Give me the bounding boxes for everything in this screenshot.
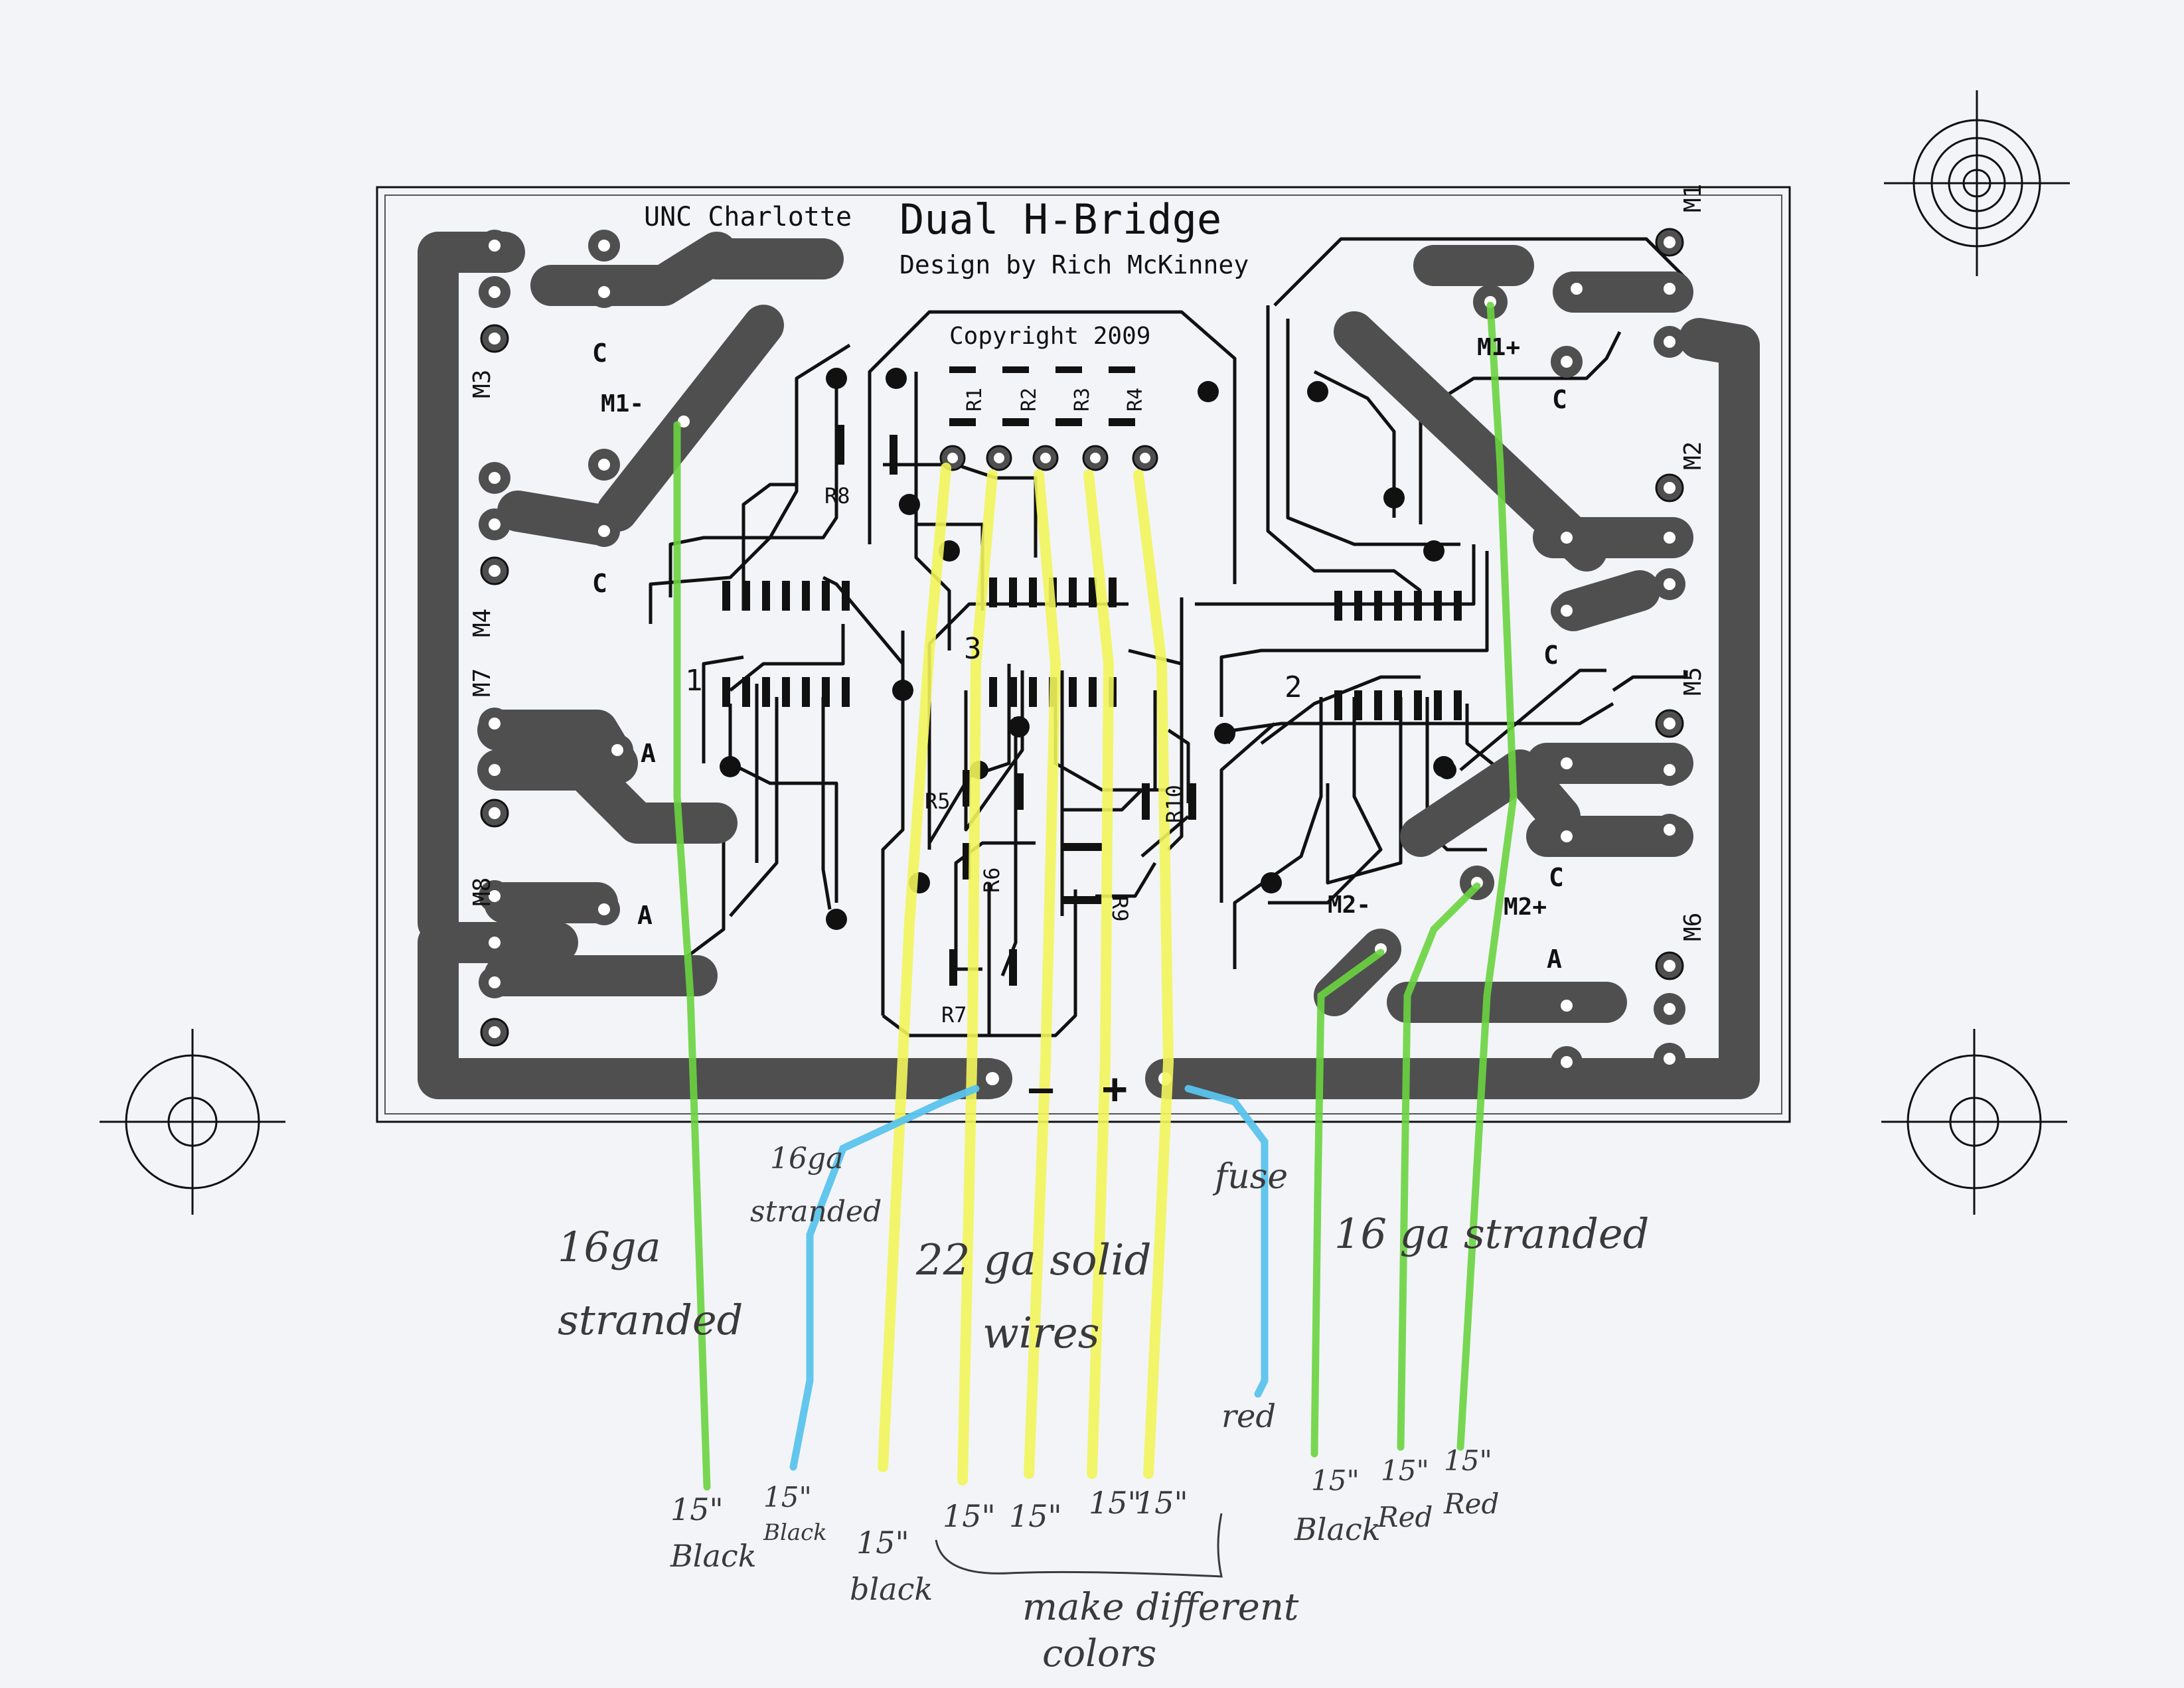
registration-mark-left [100,1029,285,1215]
terminal-label-m1-minus: M1- [601,390,644,418]
note-color-left-1: Black [670,1538,757,1574]
note-colors: colors [1042,1632,1156,1675]
note-length-left-2: 15" [763,1481,812,1513]
pad-letter-a-2: A [637,901,653,930]
chip-label-1: 1 [685,664,703,698]
note-color-right-1: Black [1294,1511,1381,1547]
pad-letter-c-5: C [1549,863,1564,892]
note-length-left-1: 15" [670,1492,724,1527]
note-color-right-2: Red [1377,1501,1433,1533]
designer-label: Design by Rich McKinney [899,250,1249,279]
resistor-label-r7: R7 [941,1002,967,1028]
vias [720,368,1456,930]
copyright-label: Copyright 2009 [949,323,1150,350]
silkscreen-text: UNC Charlotte Dual H-Bridge Design by Ri… [469,184,1707,1114]
note-color-right-3: Red [1443,1488,1499,1520]
power-minus-label: – [1029,1065,1053,1112]
smd-pads [722,366,1462,986]
note-left-gauge-2: stranded [558,1296,743,1344]
resistor-label-r3: R3 [1071,388,1094,412]
note-length-center-2: 15" [1009,1498,1062,1534]
note-length-right-3: 15" [1444,1444,1492,1477]
pad-letter-c-3: C [1552,385,1567,414]
note-color-left-2: Black [763,1519,827,1546]
note-center-gauge-1: 22 ga solid [915,1236,1152,1285]
chip-label-3: 3 [964,632,982,666]
pad-letter-a-1: A [641,739,656,768]
resistor-label-r1: R1 [963,388,986,412]
pad-letter-c-2: C [592,569,607,598]
note-left-gauge-1: 16ga [558,1223,661,1271]
note-length-center-1: 15" [943,1498,996,1534]
note-length-right-2: 15" [1381,1454,1429,1487]
resistor-label-r2: R2 [1018,388,1041,412]
resistor-label-r6: R6 [979,867,1004,893]
registration-mark-right [1881,1029,2067,1215]
note-red: red [1221,1398,1276,1435]
note-length-right-1: 15" [1311,1464,1360,1497]
port-label-m3: M3 [469,370,496,398]
note-right-gauge: 16 ga stranded [1334,1209,1649,1258]
note-length-center-3: 15" [1089,1485,1142,1521]
note-blue-gauge-2: stranded [750,1195,882,1229]
pad-letter-a-3: A [1547,945,1562,974]
terminal-label-m2-plus: M2+ [1504,893,1547,921]
port-label-m5: M5 [1679,667,1707,696]
note-make-different: make different [1022,1586,1299,1629]
note-length-left-3: 15" [856,1525,909,1561]
chip-label-2: 2 [1285,670,1302,704]
port-label-m2: M2 [1679,441,1707,470]
note-center-gauge-2: wires [982,1309,1100,1358]
terminal-label-m1-plus: M1+ [1477,334,1520,361]
handwritten-notes: 16ga stranded 16ga stranded 22 ga solid … [558,1142,1649,1675]
pad-letter-c-1: C [592,339,607,368]
board-title: Dual H-Bridge [899,195,1221,244]
note-fuse: fuse [1212,1157,1288,1197]
note-blue-gauge-1: 16ga [770,1142,843,1176]
resistor-label-r5: R5 [925,789,951,814]
port-label-m4: M4 [469,609,496,637]
yellow-signal-wires [878,463,1174,1486]
resistor-label-r4: R4 [1124,388,1147,412]
pad-letter-c-4: C [1543,641,1559,670]
blue-power-wires [789,1085,1269,1471]
note-length-center-4: 15" [1135,1485,1188,1521]
port-label-m7: M7 [469,668,496,697]
green-power-wires [673,301,1518,1491]
port-label-m1: M1 [1679,184,1707,212]
registration-mark-top-right [1884,90,2070,276]
board-outline [376,186,1791,1123]
resistor-label-r9: R9 [1107,896,1132,922]
port-label-m6: M6 [1679,913,1707,941]
port-label-m8: M8 [469,878,496,906]
terminal-label-m2-minus: M2- [1328,891,1371,919]
note-color-left-3: black [850,1571,933,1607]
power-plus-label: + [1102,1065,1128,1114]
org-label: UNC Charlotte [644,202,852,232]
resistor-label-r8: R8 [824,483,850,508]
note-bracket [935,1513,1223,1578]
resistor-label-r10: R10 [1162,785,1187,823]
